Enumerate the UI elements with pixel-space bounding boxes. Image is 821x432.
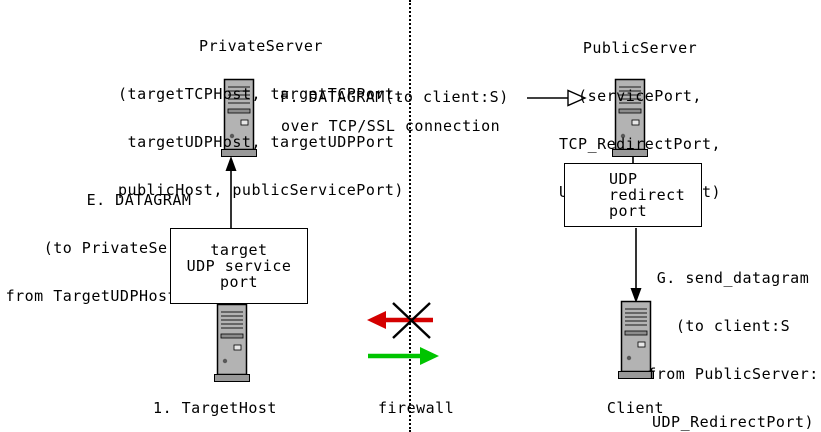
private-server-param-line: (targetTCPHost, targetTCPPort,: [118, 85, 404, 103]
blocked-traffic-arrowhead: [367, 311, 386, 329]
g-send-datagram-line: UDP_RedirectPort): [651, 413, 815, 431]
client-caption: Client: [606, 399, 665, 417]
g-send-datagram-line: from PublicServer:: [647, 365, 819, 383]
tcp-ssl-connection-label: over TCP/SSL connection: [281, 117, 501, 135]
target-udp-box-line: target: [210, 241, 268, 259]
g-send-datagram-line: G. send_datagram: [656, 269, 810, 287]
e-datagram-line: E. DATAGRAM: [86, 191, 192, 209]
target-udp-box-line: port: [219, 273, 259, 291]
private-server-title: PrivateServer: [199, 37, 323, 55]
udp-redirect-port-box: UDP redirect port: [564, 163, 702, 227]
udp-redirect-box-line: UDP: [609, 170, 638, 188]
firewall-divider-line: [409, 0, 411, 432]
private-server-label: PrivateServer (targetTCPHost, targetTCPP…: [105, 6, 417, 230]
public-server-param-line: (servicePort,: [578, 87, 702, 105]
allowed-traffic-arrowhead: [420, 347, 439, 365]
f-datagram-label: F. DATAGRAM(to client:S): [280, 88, 509, 106]
udp-redirect-box-line: port: [609, 202, 648, 220]
blocked-cross-stroke-2: [392, 302, 431, 339]
blocked-cross-stroke-1: [392, 302, 431, 339]
firewall-caption: firewall: [378, 399, 455, 417]
g-send-datagram-line: (to client:S: [675, 317, 791, 335]
public-server-param-line: TCP_RedirectPort,: [558, 135, 722, 153]
private-server-param-line: publicHost, publicServicePort): [118, 181, 404, 199]
udp-redirect-box-line: redirect: [609, 186, 686, 204]
g-send-datagram-label: G. send_datagram (to client:S from Publi…: [645, 238, 821, 432]
private-server-param-line: targetUDPHost, targetUDPPort: [127, 133, 395, 151]
target-host-caption: 1. TargetHost: [153, 399, 277, 417]
target-udp-service-port-box: target UDP service port: [170, 228, 308, 304]
target-udp-box-line: UDP service: [186, 257, 292, 275]
public-server-title: PublicServer: [582, 39, 698, 57]
